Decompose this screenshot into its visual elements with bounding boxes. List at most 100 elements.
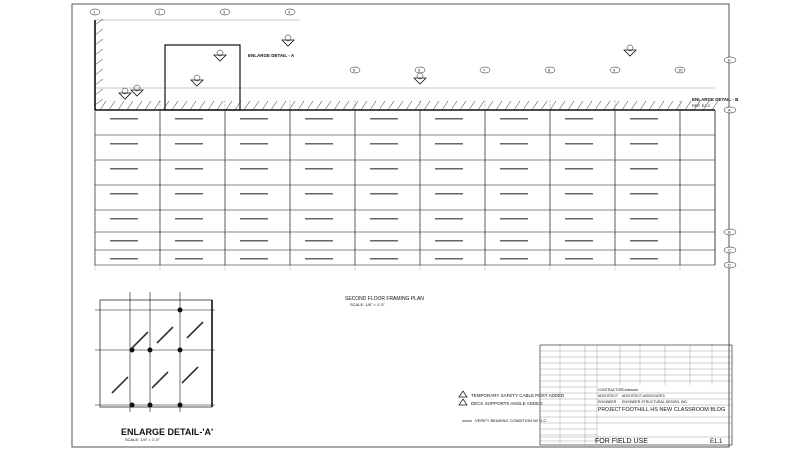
- beam-label: [175, 193, 203, 195]
- tb-engineer: ENGINEER STRUCTURAL DESIGN, INC.: [622, 400, 688, 404]
- beam-label: [240, 240, 268, 242]
- joist-tag: [639, 100, 647, 111]
- beam-label: [110, 118, 138, 120]
- beam-label: [370, 218, 398, 220]
- beam-label: [110, 168, 138, 170]
- column: [129, 347, 135, 353]
- beam-label: [110, 240, 138, 242]
- title-block: CONTRACTOR Contractor ARCHITECT ARCHITEC…: [539, 344, 733, 446]
- beam-label: [630, 143, 658, 145]
- joist-tag: [450, 100, 458, 111]
- beam-label: [565, 240, 593, 242]
- joist-tag: [558, 100, 566, 111]
- joist-tag: [648, 100, 656, 111]
- for-field-use-stamp: FOR FIELD USE: [595, 438, 648, 445]
- legend-item-2: DECK SUPPORTS ANGLE ADDED: [471, 401, 543, 406]
- joist-tag: [279, 100, 287, 111]
- beam-label: [565, 143, 593, 145]
- joist-tag: [315, 100, 323, 111]
- joist-tag: [216, 100, 224, 111]
- grid-bubble: [723, 106, 737, 114]
- detail-frame: [99, 299, 213, 408]
- grid-bubble: [723, 56, 737, 64]
- beam-label: [500, 193, 528, 195]
- beam-label: [565, 258, 593, 260]
- beam-label: [370, 168, 398, 170]
- joist-tag: [189, 100, 197, 111]
- beam-label: [500, 168, 528, 170]
- beam-label: [435, 143, 463, 145]
- tb-project: FOOTHILL HS NEW CLASSROOM BLDG: [622, 407, 725, 413]
- column: [177, 402, 183, 408]
- joist-tag: [378, 100, 386, 111]
- legend: TEMPORARY SAFETY CABLE POST ADDED DECK S…: [458, 390, 565, 423]
- joist-tag: [666, 100, 674, 111]
- grid-label: B: [728, 230, 731, 235]
- joist-tag: [621, 100, 629, 111]
- grid-label: 10: [678, 68, 683, 73]
- beam-label: [110, 143, 138, 145]
- beam-label: [500, 258, 528, 260]
- beam-label: [110, 193, 138, 195]
- joist-tag: [423, 100, 431, 111]
- grid-label: 9: [613, 68, 616, 73]
- joist-tag: [342, 100, 350, 111]
- beam-label: [500, 218, 528, 220]
- column: [147, 402, 153, 408]
- joist-tag: [522, 100, 530, 111]
- joist-tag: [99, 100, 107, 111]
- joist-tag: [94, 88, 104, 96]
- enlarge-area: [164, 44, 241, 111]
- section-marker-icon: [190, 79, 204, 87]
- beam-label: [500, 118, 528, 120]
- tb-contractor: Contractor: [622, 388, 639, 392]
- grid-bubble: [284, 8, 296, 16]
- section-marker-icon: [216, 49, 224, 57]
- plan-scale: SCALE: 1/8" = 1'-0": [350, 302, 385, 307]
- joist-tag: [360, 100, 368, 111]
- beam-label: [305, 143, 333, 145]
- beam-label: [630, 258, 658, 260]
- beam-label: [370, 118, 398, 120]
- beam-label: [240, 193, 268, 195]
- beam-label: [370, 143, 398, 145]
- joist-tag: [126, 100, 134, 111]
- grid-label: A: [728, 108, 731, 113]
- beam-label: [435, 193, 463, 195]
- grid-bubble: [219, 8, 231, 16]
- joist-tag: [108, 100, 116, 111]
- beam-label: [565, 218, 593, 220]
- joist-tag: [324, 100, 332, 111]
- joist-tag: [94, 48, 104, 56]
- joist-tag: [486, 100, 494, 111]
- beam-label: [630, 168, 658, 170]
- enlarge-b-callout: ENLARGE DETAIL - B: [692, 97, 739, 102]
- section-marker-icon: [133, 84, 141, 92]
- joist-tag: [94, 18, 104, 26]
- joist-tag: [612, 100, 620, 111]
- grid-label: E: [728, 58, 731, 63]
- joist-tag: [675, 100, 683, 111]
- joist-tag: [117, 100, 125, 111]
- joist-tag: [441, 100, 449, 111]
- sheet-number: E1.1: [710, 439, 723, 445]
- column: [129, 402, 135, 408]
- grid-bubble: [479, 66, 491, 74]
- grid-label: 7: [483, 68, 486, 73]
- section-marker-icon: [118, 92, 132, 100]
- beam-label: [630, 118, 658, 120]
- beam-label: [240, 118, 268, 120]
- tb-architect-label: ARCHITECT: [598, 394, 619, 398]
- detail-title: ENLARGE DETAIL-'A': [121, 427, 213, 437]
- joist-tag: [153, 100, 161, 111]
- section-marker-icon: [121, 87, 129, 95]
- joist-tag: [567, 100, 575, 111]
- grid-bubble: [349, 66, 361, 74]
- beam-label: [370, 193, 398, 195]
- beam-label: [305, 258, 333, 260]
- beam-label: [175, 168, 203, 170]
- joist-tag: [171, 100, 179, 111]
- grid-bubble: [723, 228, 737, 236]
- member-label: [111, 376, 129, 394]
- section-marker-icon: [626, 44, 634, 52]
